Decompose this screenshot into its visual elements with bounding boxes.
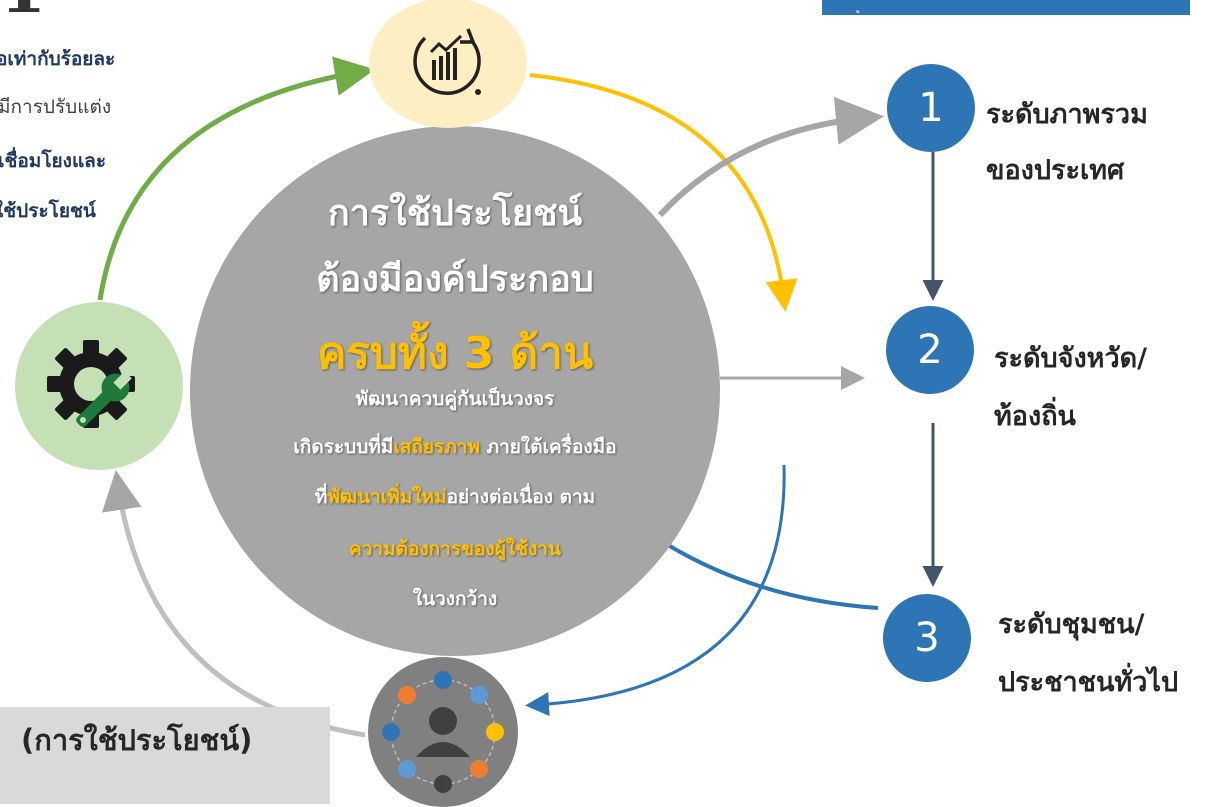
level-3-subtitle: ประชาชนทั่วไป — [998, 667, 1179, 698]
left-text-line-2: มีการปรับแต่ง — [0, 96, 112, 118]
big-number: 1 — [0, 0, 46, 22]
user-network-icon — [368, 657, 518, 807]
center-line-a: พัฒนาควบคู่กันเป็นวงจร — [355, 388, 555, 410]
center-highlight: ครบทั้ง 3 ด้าน — [316, 328, 594, 379]
level-1-title: ระดับภาพรวม — [986, 99, 1148, 130]
arrow-gray-level1 — [657, 96, 884, 218]
center-title-line1: การใช้ประโยชน์ — [327, 193, 583, 234]
level-1-number-badge: 1 — [887, 64, 975, 152]
center-circle — [190, 126, 720, 656]
level-3-title: ระดับชุมชน/ — [998, 609, 1145, 640]
arrow-blue-bottom — [525, 464, 786, 717]
center-line-c-highlight: พัฒนาเพิ่มใหม่ — [327, 486, 447, 508]
bottom-label-box: (การใช้ประโยชน์) — [0, 707, 330, 804]
arrow-blue-level3 — [666, 543, 879, 610]
center-line-e: ในวงกว้าง — [412, 588, 498, 610]
gear-wrench-icon — [15, 302, 183, 470]
center-line-b-highlight: เสถียรภาพ — [393, 436, 480, 458]
center-line-d: ความต้องการของผู้ใช้งาน — [349, 538, 561, 560]
chart-cycle-icon — [369, 0, 527, 128]
level-2-subtitle: ท้องถิ่น — [994, 401, 1077, 432]
center-title-line2: ต้องมีองค์ประกอบ — [316, 259, 594, 300]
center-line-b: เกิดระบบที่มีเสถียรภาพ ภายใต้เครื่องมือ — [293, 436, 617, 458]
center-line-c: ที่พัฒนาเพิ่มใหม่อย่างต่อเนื่อง ตาม — [314, 486, 596, 508]
left-text-line-4: ใช้ประโยชน์ — [0, 200, 96, 222]
level-2-number-badge: 2 — [886, 306, 974, 394]
level-2-title: ระดับจังหวัด/ — [994, 343, 1148, 374]
bottom-label: (การใช้ประโยชน์) — [21, 723, 253, 757]
left-text-line-3: เชื่อมโยงและ — [0, 150, 107, 172]
level-1-subtitle: ของประเทศ — [986, 155, 1125, 186]
arrow-green — [97, 56, 375, 301]
level-3-number-badge: 3 — [883, 594, 971, 682]
arrow-gold — [529, 73, 798, 312]
top-right-header-bar: ู — [822, 0, 1190, 15]
left-text-line-1: อเท่ากับร้อยละ — [0, 48, 116, 70]
